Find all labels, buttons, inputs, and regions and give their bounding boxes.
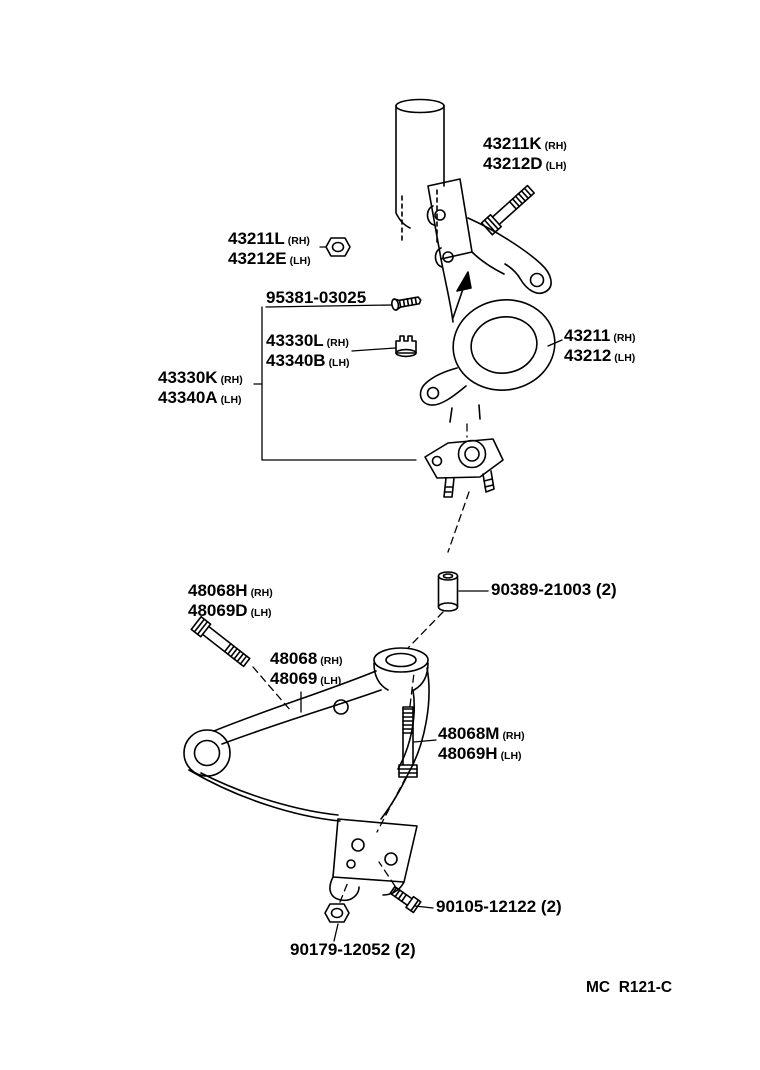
part-number: 90179-12052 (2) bbox=[290, 940, 416, 959]
part-number: 43340B bbox=[266, 351, 326, 370]
label-row-rh: 43330K (RH) bbox=[158, 368, 243, 388]
side-tag: (LH) bbox=[500, 750, 522, 762]
part-number: 43211 bbox=[564, 326, 611, 345]
strut-nut-icon bbox=[325, 237, 351, 257]
strut-tube bbox=[395, 98, 445, 247]
part-number: 48068H bbox=[188, 581, 248, 600]
side-tag: (LH) bbox=[328, 357, 350, 369]
label-row-lh: 48069D (LH) bbox=[188, 601, 273, 621]
part-number: 90389-21003 (2) bbox=[491, 580, 617, 599]
side-tag: (LH) bbox=[250, 607, 272, 619]
strut-bolt-icon bbox=[480, 184, 535, 236]
lower-control-arm bbox=[183, 647, 430, 902]
castle-nut-icon bbox=[395, 335, 417, 358]
label-balljoint-nut: 43330L (RH) 43340B (LH) bbox=[266, 331, 350, 371]
figure-code: MC R121-C bbox=[586, 979, 673, 996]
label-row-rh: 43211L (RH) bbox=[228, 229, 311, 249]
side-tag: (RH) bbox=[502, 730, 525, 742]
part-number: 43340A bbox=[158, 388, 218, 407]
side-tag: (LH) bbox=[220, 394, 242, 406]
leader-lines bbox=[253, 246, 563, 942]
part-number: 95381-03025 bbox=[266, 288, 367, 307]
label-row-lh: 48069 (LH) bbox=[270, 669, 342, 689]
part-number: 48069 bbox=[270, 669, 318, 688]
label-collar: 90389-21003 (2) bbox=[491, 580, 617, 600]
label-knuckle: 43211 (RH) 43212 (LH) bbox=[564, 326, 636, 366]
part-number: 43211L bbox=[228, 229, 285, 248]
collar-icon bbox=[437, 571, 459, 612]
label-row: 90389-21003 (2) bbox=[491, 580, 617, 600]
part-number: 48068M bbox=[438, 724, 500, 743]
label-arm-bolt-front: 48068H (RH) 48069D (LH) bbox=[188, 581, 273, 621]
label-row: 90105-12122 (2) bbox=[436, 897, 562, 917]
label-row-rh: 48068H (RH) bbox=[188, 581, 273, 601]
label-row-rh: 43211 (RH) bbox=[564, 326, 636, 346]
screw-icon bbox=[391, 296, 422, 311]
side-tag: (RH) bbox=[250, 587, 273, 599]
part-number: 43212E bbox=[228, 249, 287, 268]
label-row-lh: 43212 (LH) bbox=[564, 346, 636, 366]
label-row-lh: 43340B (LH) bbox=[266, 351, 350, 371]
label-row-lh: 48069H (LH) bbox=[438, 744, 525, 764]
part-number: 48069D bbox=[188, 601, 248, 620]
assembly-dashed-lines bbox=[252, 423, 470, 903]
direction-arrow-shaft bbox=[452, 285, 465, 319]
label-row: 90179-12052 (2) bbox=[290, 940, 416, 960]
side-tag: (LH) bbox=[614, 352, 636, 364]
side-tag: (RH) bbox=[544, 140, 567, 152]
bracket-bolt-icon bbox=[389, 885, 422, 914]
label-row-rh: 43330L (RH) bbox=[266, 331, 350, 351]
side-tag: (RH) bbox=[220, 374, 243, 386]
label-bracket-bolt: 90105-12122 (2) bbox=[436, 897, 562, 917]
direction-arrow-head bbox=[456, 271, 472, 292]
ball-joint bbox=[424, 438, 504, 498]
bracket-nut-icon bbox=[324, 903, 350, 923]
part-number: 43330K bbox=[158, 368, 218, 387]
part-number: 48068 bbox=[270, 649, 318, 668]
label-strut-nut: 43211L (RH) 43212E (LH) bbox=[228, 229, 311, 269]
part-number: 43330L bbox=[266, 331, 324, 350]
label-row-lh: 43340A (LH) bbox=[158, 388, 243, 408]
part-number: 43212 bbox=[564, 346, 612, 365]
side-tag: (LH) bbox=[545, 160, 567, 172]
label-bracket-nut: 90179-12052 (2) bbox=[290, 940, 416, 960]
label-row-lh: 43212D (LH) bbox=[483, 154, 567, 174]
side-tag: (LH) bbox=[289, 255, 311, 267]
steering-knuckle bbox=[419, 178, 556, 423]
rear-arm-bolt-icon bbox=[398, 706, 418, 778]
label-arm-bolt-rear: 48068M (RH) 48069H (LH) bbox=[438, 724, 525, 764]
side-tag: (LH) bbox=[320, 675, 342, 687]
label-row-rh: 48068M (RH) bbox=[438, 724, 525, 744]
label-arm: 48068 (RH) 48069 (LH) bbox=[270, 649, 342, 689]
part-number: 90105-12122 (2) bbox=[436, 897, 562, 916]
part-number: 48069H bbox=[438, 744, 498, 763]
part-number: 43211K bbox=[483, 134, 542, 153]
label-row-lh: 43212E (LH) bbox=[228, 249, 311, 269]
label-strut-bolt: 43211K (RH) 43212D (LH) bbox=[483, 134, 567, 174]
side-tag: (RH) bbox=[287, 235, 310, 247]
part-number: 43212D bbox=[483, 154, 543, 173]
side-tag: (RH) bbox=[320, 655, 343, 667]
label-row: 95381-03025 bbox=[266, 288, 366, 308]
label-balljoint-assy: 43330K (RH) 43340A (LH) bbox=[158, 368, 243, 408]
label-grease-screw: 95381-03025 bbox=[266, 288, 366, 308]
side-tag: (RH) bbox=[326, 337, 349, 349]
label-row-rh: 43211K (RH) bbox=[483, 134, 567, 154]
label-row-rh: 48068 (RH) bbox=[270, 649, 342, 669]
front-arm-bolt-icon bbox=[190, 615, 251, 668]
side-tag: (RH) bbox=[613, 332, 636, 344]
